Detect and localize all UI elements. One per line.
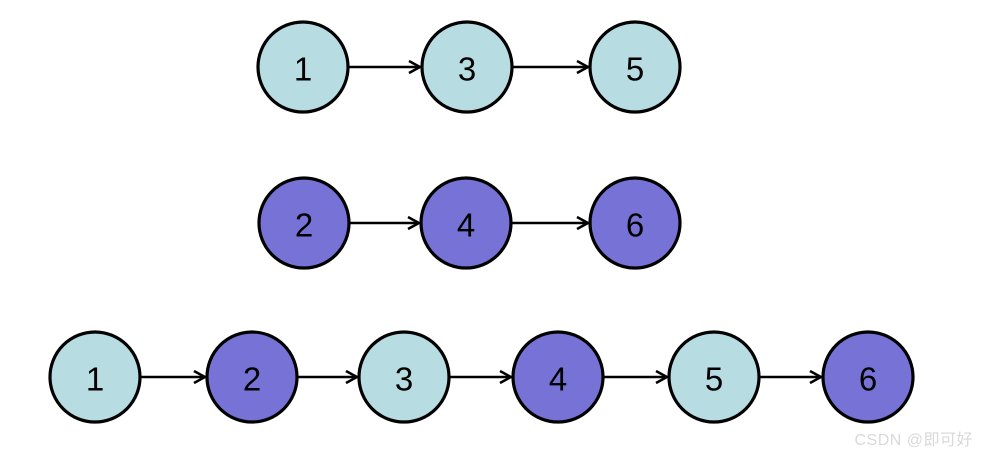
list-merged-1-to-6: 1 2 3 4 5 6 [48,330,915,424]
list-node [420,20,514,114]
node-label: 5 [626,51,644,88]
list-even-2-4-6: 2 4 6 [257,176,682,270]
list-node [256,20,350,114]
list-node [511,330,605,424]
node-label: 4 [457,207,475,244]
node-label: 2 [295,207,313,244]
node-label: 3 [395,361,413,398]
list-node [205,330,299,424]
node-label: 5 [705,361,723,398]
watermark: CSDN @即可好 [854,432,973,449]
list-node [419,176,513,270]
list-node [588,176,682,270]
list-node [588,20,682,114]
list-node [257,176,351,270]
list-node [48,330,142,424]
node-label: 6 [626,207,644,244]
list-node [357,330,451,424]
list-odd-1-3-5: 1 3 5 [256,20,682,114]
node-label: 6 [859,361,877,398]
node-label: 2 [243,361,261,398]
diagram-rows: 1 3 5 2 4 6 1 2 3 4 5 6 [48,20,915,424]
node-label: 3 [458,51,476,88]
node-label: 1 [86,361,104,398]
node-label: 4 [549,361,567,398]
list-node [667,330,761,424]
node-label: 1 [294,51,312,88]
list-node [821,330,915,424]
